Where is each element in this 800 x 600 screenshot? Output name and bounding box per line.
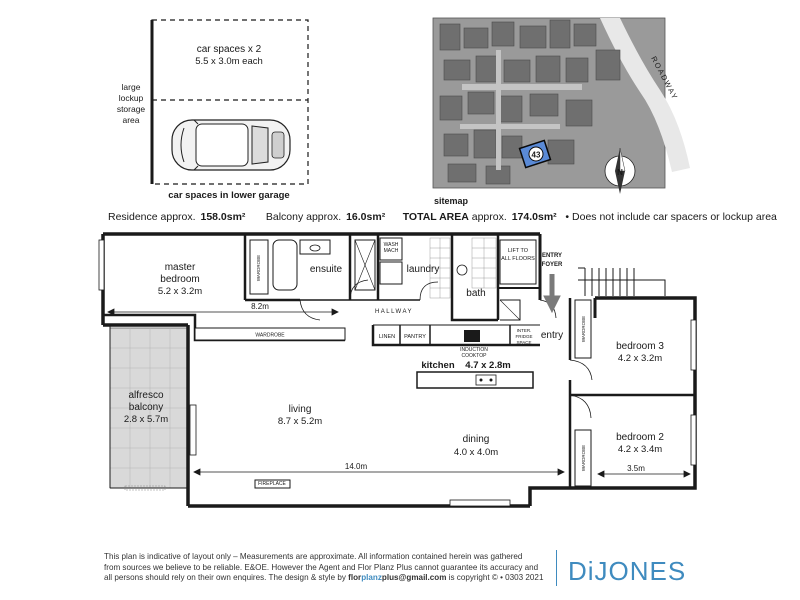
garage-caption: car spaces in lower garage: [168, 190, 289, 201]
lift-2: ALL FLOORS: [501, 256, 535, 262]
storage-line-4: area: [122, 115, 139, 125]
linen-label: LINEN: [379, 334, 395, 340]
disclaimer-email-2: planz: [361, 573, 382, 583]
bed3-name: bedroom 3: [616, 341, 664, 352]
entry-foyer-2: FOYER: [542, 262, 563, 268]
living-dims: 8.7 x 5.2m: [278, 416, 322, 427]
bed2-name: bedroom 2: [616, 432, 664, 443]
disclaimer-line-3: all persons should rely on their own enq…: [104, 573, 554, 584]
balcony-value: 16.0sm²: [346, 211, 386, 223]
dim-master-width: 8.2m: [251, 302, 269, 311]
area-summary: Residence approx. 158.0sm² Balcony appro…: [108, 211, 779, 223]
pantry-label: PANTRY: [404, 334, 426, 340]
living-name: living: [289, 404, 312, 415]
cooktop-1: INDUCTION: [460, 347, 488, 353]
disclaimer-email-3: plus@gmail.com: [381, 573, 447, 583]
compass-icon: N: [604, 147, 636, 194]
wash-mach-1: WASH: [384, 242, 399, 248]
sitemap: 43 ROADWAY N sitemap: [432, 17, 690, 206]
lift-1: LIFT TO: [508, 248, 529, 254]
summary-note: • Does not include car spacers or lockup…: [565, 211, 777, 223]
room-labels: master bedroom 5.2 x 3.2m ensuite laundr…: [124, 242, 665, 487]
sitemap-caption: sitemap: [434, 196, 469, 206]
disclaimer-line-3-prefix: all persons should rely on their own enq…: [104, 573, 349, 583]
disclaimer-line-2: from sources we believe to be reliable. …: [104, 562, 539, 572]
disclaimer-line-1: This plan is indicative of layout only –…: [104, 552, 523, 561]
storage-line-2: lockup: [119, 93, 144, 103]
compass-north-label: N: [617, 168, 623, 177]
residence-label: Residence approx.: [108, 211, 196, 223]
car-icon: [171, 119, 291, 171]
alfresco-name-1: alfresco: [128, 390, 163, 401]
kitchen-dims: 4.7 x 2.8m: [465, 360, 510, 371]
dim-overall-width: 14.0m: [345, 462, 368, 471]
alfresco-name-2: balcony: [129, 402, 163, 413]
lot-number: 43: [532, 151, 541, 160]
dining-dims: 4.0 x 4.0m: [454, 447, 498, 458]
disclaimer-line-3-suffix: is copyright © • 0303 2021: [446, 573, 544, 583]
kitchen-label: kitchen: [421, 360, 454, 371]
fridge-1: INTER.: [517, 328, 532, 333]
hallway-label: HALLWAY: [375, 309, 413, 315]
garage-title: car spaces x 2: [197, 44, 262, 55]
garage-diagram: car spaces x 2 5.5 x 3.0m each car space…: [117, 19, 309, 201]
brand-logo: DiJONES: [568, 556, 687, 586]
brand-divider: [556, 550, 557, 586]
entry-foyer-1: ENTRY: [542, 253, 562, 259]
wardrobe-bed3: WARDROBE: [581, 316, 586, 342]
storage-line-1: large: [122, 82, 141, 92]
floor-plan: [98, 232, 697, 508]
cooktop-2: COOKTOP: [462, 353, 488, 359]
garage-dims: 5.5 x 3.0m each: [195, 56, 263, 67]
dim-bed2-width: 3.5m: [627, 464, 645, 473]
disclaimer: This plan is indicative of layout only –…: [104, 552, 554, 584]
disclaimer-email-1: flor: [348, 573, 362, 583]
laundry-label: laundry: [407, 264, 440, 275]
entry-label: entry: [541, 330, 563, 341]
wardrobe-bed2: WARDROBE: [581, 445, 586, 471]
master-dims: 5.2 x 3.2m: [158, 286, 202, 297]
dining-name: dining: [463, 434, 490, 445]
fridge-2: FRIDGE: [515, 334, 532, 339]
alfresco-dims: 2.8 x 5.7m: [124, 414, 168, 425]
balcony-label: Balcony approx.: [265, 211, 342, 223]
total-value: 174.0sm²: [511, 211, 557, 223]
ensuite-label: ensuite: [310, 264, 343, 275]
bath-label: bath: [466, 288, 485, 299]
total-approx: approx.: [471, 211, 507, 223]
residence-value: 158.0sm²: [200, 211, 246, 223]
wardrobe-master-bottom: WARDROBE: [255, 333, 285, 339]
wardrobe-master-side: WARDROBE: [256, 255, 261, 281]
total-label: TOTAL AREA: [402, 211, 469, 223]
master-name-1: master: [165, 262, 196, 273]
bed2-dims: 4.2 x 3.4m: [618, 444, 662, 455]
master-name-2: bedroom: [160, 274, 199, 285]
fridge-3: SPACE: [517, 340, 532, 345]
wash-mach-2: MACH: [384, 248, 399, 254]
bed3-dims: 4.2 x 3.2m: [618, 353, 662, 364]
fireplace-label: FIREPLACE: [258, 481, 286, 487]
storage-line-3: storage: [117, 104, 146, 114]
